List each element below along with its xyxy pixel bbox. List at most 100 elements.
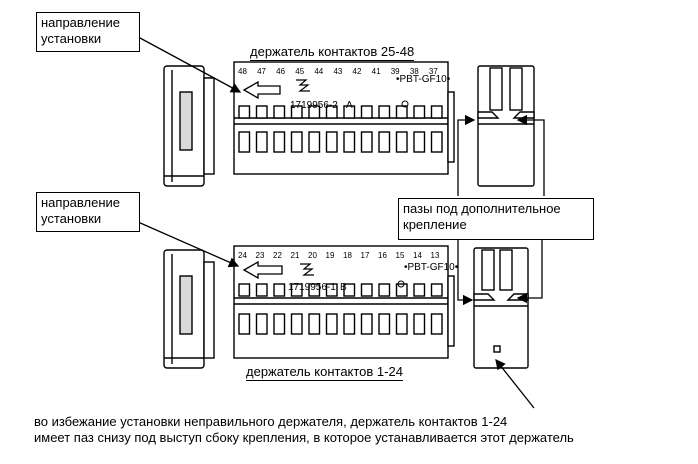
top-left-end-cap — [163, 65, 215, 187]
bottom-material-mark: •PBT-GF10• — [404, 262, 459, 273]
top-contact-holder — [233, 61, 455, 175]
bottom-holder-title: держатель контактов 1-24 — [246, 364, 403, 381]
top-upper-cavity — [325, 105, 338, 119]
top-marker-circle — [401, 100, 409, 108]
top-lower-cavity — [378, 131, 391, 153]
bottom-right-fixing-bracket — [473, 247, 529, 369]
bottom-lower-cavity — [308, 313, 321, 335]
bottom-pin-numbers: 24 23 22 21 20 19 18 17 16 15 14 13 — [238, 251, 440, 260]
bottom-part-number: 1719956-1 — [288, 282, 336, 293]
bottom-upper-cavity — [290, 283, 303, 297]
top-upper-cavity — [308, 105, 321, 119]
direction-callout-top: направление установки — [36, 12, 140, 52]
top-upper-cavity — [343, 105, 356, 119]
bottom-upper-cavity — [255, 283, 268, 297]
top-pin-number: 44 — [314, 67, 323, 76]
bottom-pin-number: 21 — [291, 251, 300, 260]
bottom-lower-cavity — [325, 313, 338, 335]
bottom-upper-cavity — [273, 283, 286, 297]
top-pin-number: 43 — [333, 67, 342, 76]
grooves-callout: пазы под дополнительное крепление — [398, 198, 594, 240]
top-upper-cavity — [395, 105, 408, 119]
top-pin-number: 38 — [410, 67, 419, 76]
top-logo-icon — [296, 79, 310, 92]
top-pin-number: 39 — [391, 67, 400, 76]
bottom-pin-number: 15 — [396, 251, 405, 260]
bottom-upper-cavity — [325, 283, 338, 297]
top-pin-numbers: 48 47 46 45 44 43 42 41 39 38 37 — [238, 67, 438, 76]
bottom-direction-arrow-icon — [242, 260, 283, 280]
top-upper-cavity — [290, 105, 303, 119]
top-upper-cavity — [430, 105, 443, 119]
bottom-upper-cavity — [360, 283, 373, 297]
top-lower-cavity — [430, 131, 443, 153]
bottom-pin-number: 13 — [431, 251, 440, 260]
bottom-lower-cavity — [290, 313, 303, 335]
bottom-logo-icon — [300, 263, 314, 276]
bottom-lower-cavity — [360, 313, 373, 335]
bottom-upper-cavity — [238, 283, 251, 297]
top-upper-cavity — [273, 105, 286, 119]
bottom-pin-number: 23 — [256, 251, 265, 260]
direction-callout-top-line2: установки — [41, 31, 102, 46]
top-lower-cavity — [360, 131, 373, 153]
bottom-lower-cavity — [238, 313, 251, 335]
top-pin-number: 47 — [257, 67, 266, 76]
grooves-callout-line2: крепление — [403, 217, 467, 232]
top-pin-number: 48 — [238, 67, 247, 76]
bottom-upper-cavity — [308, 283, 321, 297]
top-pin-number: 37 — [429, 67, 438, 76]
bottom-lower-cavity — [378, 313, 391, 335]
top-pin-number: 45 — [295, 67, 304, 76]
top-part-number: 1719956-2 — [290, 100, 338, 111]
top-pin-number: 46 — [276, 67, 285, 76]
bottom-upper-cavity — [395, 283, 408, 297]
direction-callout-bottom-line1: направление — [41, 195, 121, 210]
bottom-pin-number: 20 — [308, 251, 317, 260]
bottom-lower-cavity — [395, 313, 408, 335]
bottom-pin-number: 14 — [413, 251, 422, 260]
bottom-lower-cavity — [343, 313, 356, 335]
bottom-pin-number: 16 — [378, 251, 387, 260]
direction-callout-bottom-line2: установки — [41, 211, 102, 226]
top-pin-number: 41 — [372, 67, 381, 76]
top-upper-cavity — [360, 105, 373, 119]
bottom-pin-number: 17 — [361, 251, 370, 260]
top-material-mark: •PBT-GF10• — [396, 74, 451, 85]
top-lower-cavity — [325, 131, 338, 153]
top-holder-title: держатель контактов 25-48 — [250, 44, 415, 61]
top-lower-cavity — [395, 131, 408, 153]
bottom-marker-circle — [397, 280, 405, 288]
top-lower-cavity — [308, 131, 321, 153]
bottom-upper-cavity — [413, 283, 426, 297]
top-direction-arrow-icon — [242, 80, 281, 100]
bottom-lower-cavity — [255, 313, 268, 335]
top-lower-cavity — [413, 131, 426, 153]
top-pin-number: 42 — [353, 67, 362, 76]
direction-callout-top-line1: направление — [41, 15, 121, 30]
bottom-pin-number: 18 — [343, 251, 352, 260]
top-lower-cavity — [238, 131, 251, 153]
top-upper-cavity — [255, 105, 268, 119]
top-upper-cavity — [378, 105, 391, 119]
bottom-lower-cavity — [413, 313, 426, 335]
bottom-pin-number: 22 — [273, 251, 282, 260]
bottom-upper-cavity — [378, 283, 391, 297]
top-right-fixing-bracket — [477, 65, 535, 187]
top-lower-cavity — [255, 131, 268, 153]
direction-callout-bottom: направление установки — [36, 192, 140, 232]
bottom-pin-number: 19 — [326, 251, 335, 260]
bottom-variant-letter: B — [340, 282, 347, 293]
top-variant-letter: A — [346, 100, 353, 111]
bottom-contact-holder — [233, 245, 455, 359]
bottom-left-end-cap — [163, 249, 215, 369]
bottom-lower-cavity — [430, 313, 443, 335]
bottom-upper-cavity — [430, 283, 443, 297]
bottom-pin-number: 24 — [238, 251, 247, 260]
note-callout: во избежание установки неправильного дер… — [30, 412, 692, 454]
bottom-lower-cavity — [273, 313, 286, 335]
top-upper-cavity — [413, 105, 426, 119]
top-lower-cavity — [290, 131, 303, 153]
top-lower-cavity — [273, 131, 286, 153]
